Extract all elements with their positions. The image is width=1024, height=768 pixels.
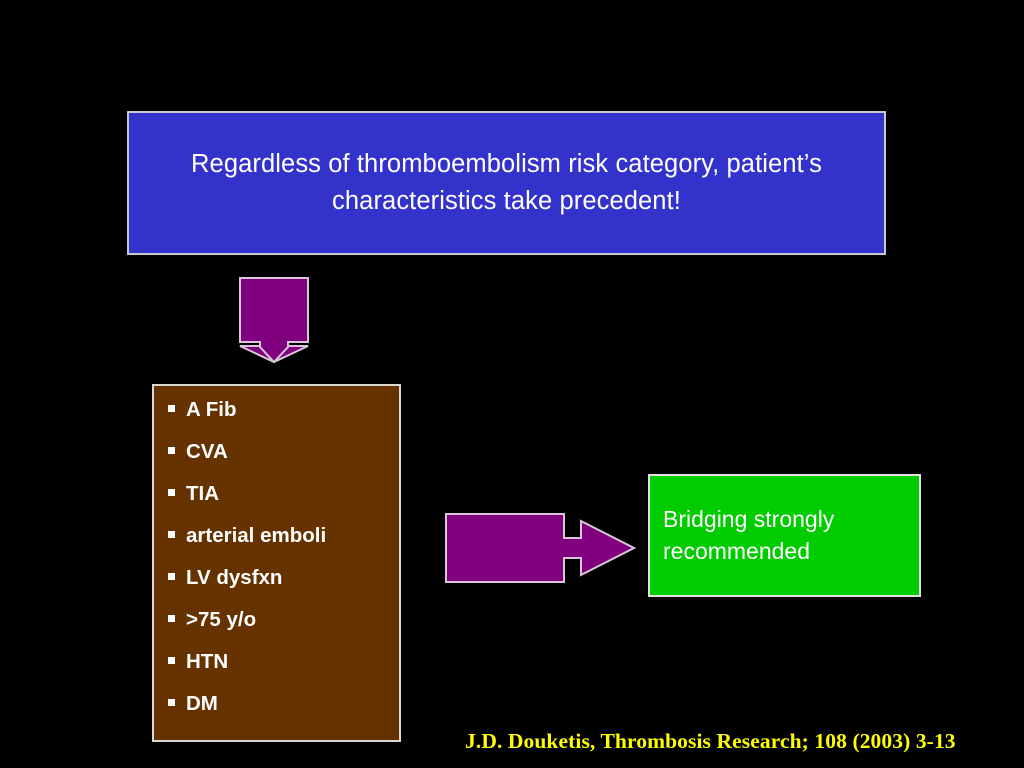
right-arrow (444, 512, 640, 584)
list-item-label: arterial emboli (186, 524, 327, 547)
square-bullet-icon (168, 405, 175, 412)
list-item-label: LV dysfxn (186, 566, 283, 589)
risk-factor-list: A Fib CVA TIA arterial emboli LV dysfxn … (168, 398, 389, 715)
square-bullet-icon (168, 615, 175, 622)
list-item: HTN (168, 650, 389, 673)
square-bullet-icon (168, 531, 175, 538)
list-item-label: A Fib (186, 398, 237, 421)
square-bullet-icon (168, 573, 175, 580)
list-item: DM (168, 692, 389, 715)
list-item: >75 y/o (168, 608, 389, 631)
citation-text: J.D. Douketis, Thrombosis Research; 108 … (465, 729, 956, 753)
down-arrow (238, 276, 310, 364)
down-arrow-icon (239, 277, 309, 364)
headline-callout-box: Regardless of thromboembolism risk categ… (127, 111, 886, 255)
recommendation-box: Bridging strongly recommended (648, 474, 921, 597)
list-item-label: CVA (186, 440, 228, 463)
risk-factor-box: A Fib CVA TIA arterial emboli LV dysfxn … (152, 384, 401, 742)
square-bullet-icon (168, 657, 175, 664)
list-item: TIA (168, 482, 389, 505)
list-item-label: HTN (186, 650, 229, 673)
square-bullet-icon (168, 447, 175, 454)
list-item: A Fib (168, 398, 389, 421)
recommendation-text: Bridging strongly recommended (663, 505, 835, 564)
right-arrow-icon (445, 513, 637, 583)
list-item: LV dysfxn (168, 566, 389, 589)
headline-text: Regardless of thromboembolism risk categ… (191, 150, 822, 215)
list-item: arterial emboli (168, 524, 389, 547)
list-item-label: TIA (186, 482, 220, 505)
list-item-label: >75 y/o (186, 608, 257, 631)
list-item: CVA (168, 440, 389, 463)
list-item-label: DM (186, 692, 218, 715)
square-bullet-icon (168, 489, 175, 496)
square-bullet-icon (168, 699, 175, 706)
